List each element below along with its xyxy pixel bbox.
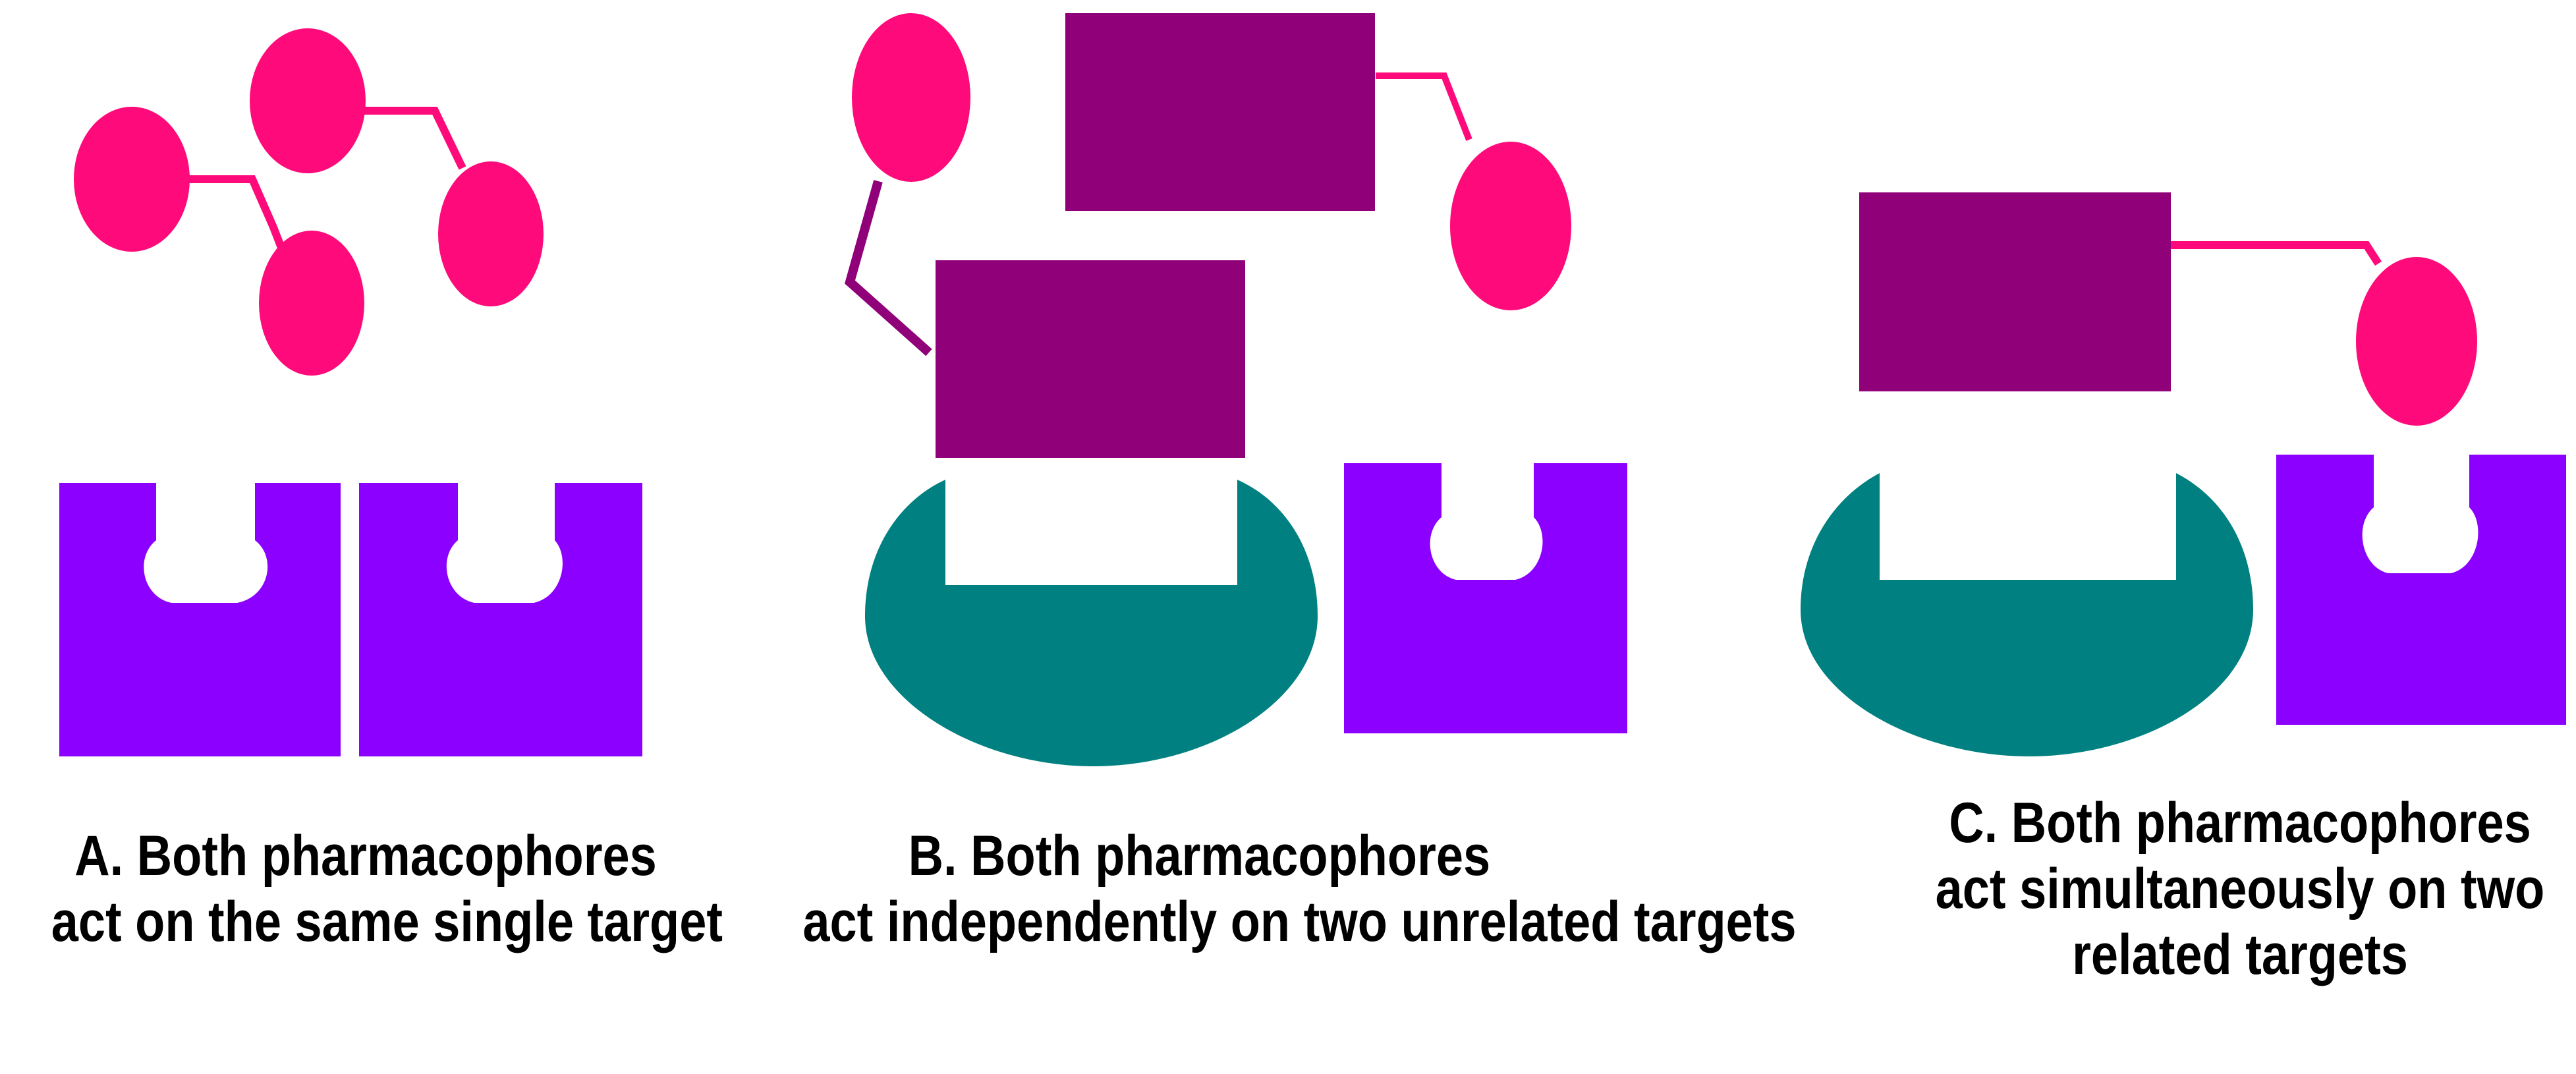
caption-panel-a: A. Both pharmacophores act on the same s…: [51, 824, 723, 955]
pharmacophore-circle: [2356, 257, 2477, 426]
pharmacophore-circle: [259, 231, 364, 376]
caption-line: related targets: [2072, 922, 2408, 986]
caption-line: act independently on two unrelated targe…: [802, 890, 1797, 953]
panel-a-shapes: [59, 28, 642, 756]
caption-line: C. Both pharmacophores: [1949, 791, 2531, 855]
receptor-block: [59, 483, 341, 756]
receptor-teal-pocket: [865, 480, 1318, 766]
pharmacophore-circle: [74, 107, 190, 252]
pharmacophore-circle: [250, 28, 366, 173]
receptor-block: [2276, 455, 2566, 725]
pharmacophore-circle: [438, 161, 544, 306]
caption-line: act simultaneously on two: [1935, 857, 2545, 920]
panel-b-shapes: [845, 13, 1627, 766]
caption-line: B. Both pharmacophores: [908, 824, 1491, 888]
panel-c-shapes: [1801, 192, 2566, 756]
caption-panel-b: B. Both pharmacophores act independently…: [802, 824, 1797, 955]
caption-line: act on the same single target: [51, 890, 723, 953]
caption-line: A. Both pharmacophores: [74, 824, 657, 888]
caption-panel-c: C. Both pharmacophores act simultaneousl…: [1878, 791, 2576, 988]
pharmacophore-rectangle: [1065, 13, 1375, 211]
linker: [1376, 72, 1472, 141]
pharmacophore-circle: [852, 13, 970, 182]
receptor-block: [1344, 463, 1627, 733]
pharmacophore-rectangle: [1859, 192, 2171, 391]
pharmacophore-rectangle: [936, 260, 1245, 458]
linker: [845, 180, 932, 356]
receptor-block: [359, 483, 642, 756]
pharmacophore-circle: [1450, 142, 1571, 310]
linker: [361, 107, 466, 170]
receptor-teal-pocket: [1801, 473, 2253, 756]
linker: [2171, 241, 2382, 266]
